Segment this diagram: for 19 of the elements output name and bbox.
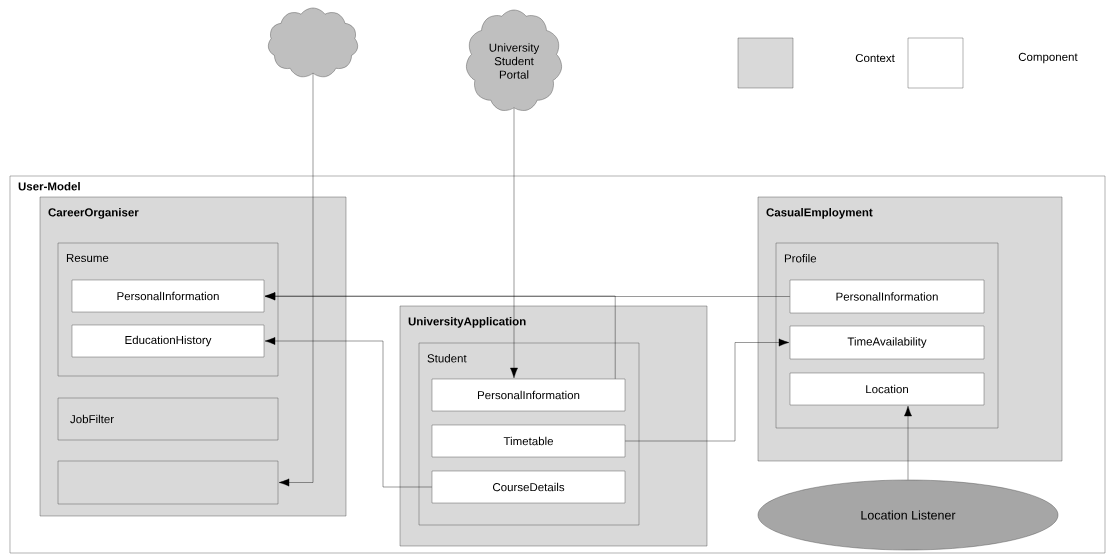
component-box	[57, 460, 279, 505]
component-box: JobFilter	[57, 397, 279, 441]
attribute-box: Location	[789, 372, 985, 406]
arrow	[625, 338, 790, 442]
attribute-box: CourseDetails	[431, 470, 626, 504]
attribute-box: PersonalInformation	[71, 279, 265, 313]
attribute-box: PersonalInformation	[431, 378, 626, 412]
attribute-box: PersonalInformation	[789, 279, 985, 314]
cloud-shape	[268, 7, 358, 77]
attribute-box: TimeAvailability	[789, 325, 985, 360]
arrow	[510, 107, 518, 379]
legend-label: Component	[1018, 52, 1078, 64]
arrow	[278, 73, 314, 487]
arrow	[904, 405, 912, 480]
attribute-box: Timetable	[431, 424, 626, 458]
legend-label: Context	[855, 53, 895, 63]
arrow	[264, 337, 432, 488]
attribute-box: EducationHistory	[71, 324, 265, 358]
arrow	[264, 292, 616, 379]
